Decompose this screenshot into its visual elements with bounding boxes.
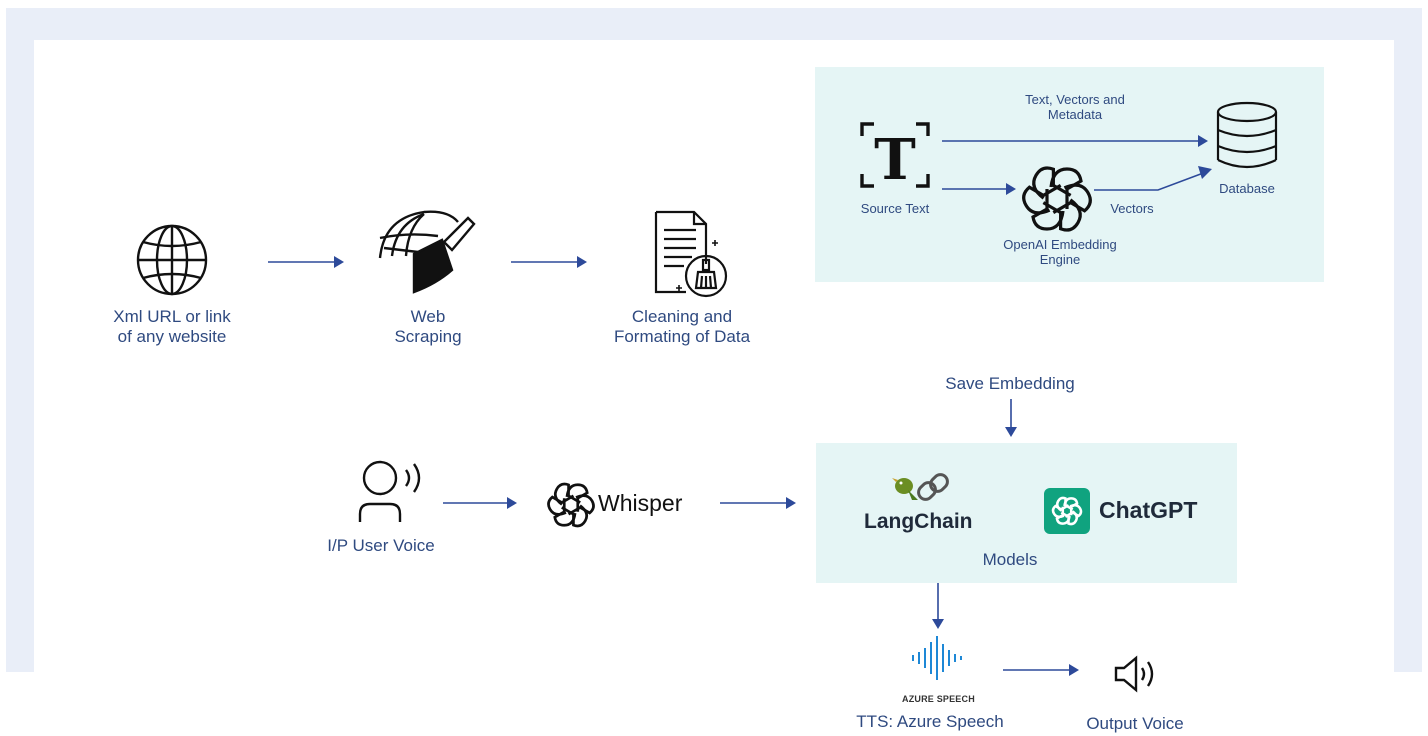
database-label: Database	[1219, 181, 1275, 196]
arrow-voice-to-whisper	[443, 497, 517, 509]
arrow-save-embedding	[1005, 399, 1017, 437]
chatgpt-label: ChatGPT	[1099, 497, 1198, 523]
models-label: Models	[982, 550, 1038, 569]
whisper-label: Whisper	[598, 490, 683, 516]
user-voice-icon	[356, 456, 424, 531]
source-text-label: Source Text	[860, 201, 930, 216]
source-text-icon: T	[860, 122, 932, 195]
arrow-globe-to-scraping	[268, 256, 344, 268]
arrow-scraping-to-cleaning	[511, 256, 587, 268]
openai-embedding-icon	[1020, 162, 1094, 241]
engine-label: OpenAI Embedding Engine	[1003, 237, 1117, 268]
output-voice-label: Output Voice	[1086, 714, 1184, 733]
cleaning-document-icon	[652, 210, 732, 305]
langchain-label: LangChain	[864, 510, 973, 533]
arrow-text-to-database	[942, 135, 1208, 147]
flow-label: Text, Vectors and Metadata	[1025, 92, 1125, 123]
arrow-whisper-to-models	[720, 497, 796, 509]
arrow-engine-to-database	[1094, 166, 1212, 191]
svg-text:T: T	[874, 127, 916, 193]
source-label: Xml URL or link of any website	[113, 307, 231, 347]
arrow-tts-to-output	[1003, 664, 1079, 676]
azure-speech-caption: AZURE SPEECH	[902, 694, 975, 704]
langchain-parrot-chain-icon	[890, 472, 952, 507]
tts-label: TTS: Azure Speech	[856, 712, 1004, 731]
vectors-label: Vectors	[1110, 201, 1154, 216]
cleaning-label: Cleaning and Formating of Data	[613, 307, 751, 347]
speaker-icon	[1114, 655, 1162, 697]
arrow-text-to-engine	[942, 183, 1016, 195]
web-scraping-icon	[378, 208, 476, 299]
whisper-openai-icon	[546, 480, 596, 535]
models-box	[816, 443, 1237, 583]
chatgpt-logo-icon	[1044, 488, 1090, 539]
user-voice-label: I/P User Voice	[327, 536, 435, 555]
save-embedding-label: Save Embedding	[945, 374, 1075, 393]
globe-icon	[136, 224, 208, 301]
azure-speech-waveform-icon	[911, 636, 967, 685]
arrow-models-to-tts	[932, 583, 944, 629]
database-icon	[1216, 101, 1278, 177]
scraping-label: Web Scraping	[394, 307, 462, 347]
